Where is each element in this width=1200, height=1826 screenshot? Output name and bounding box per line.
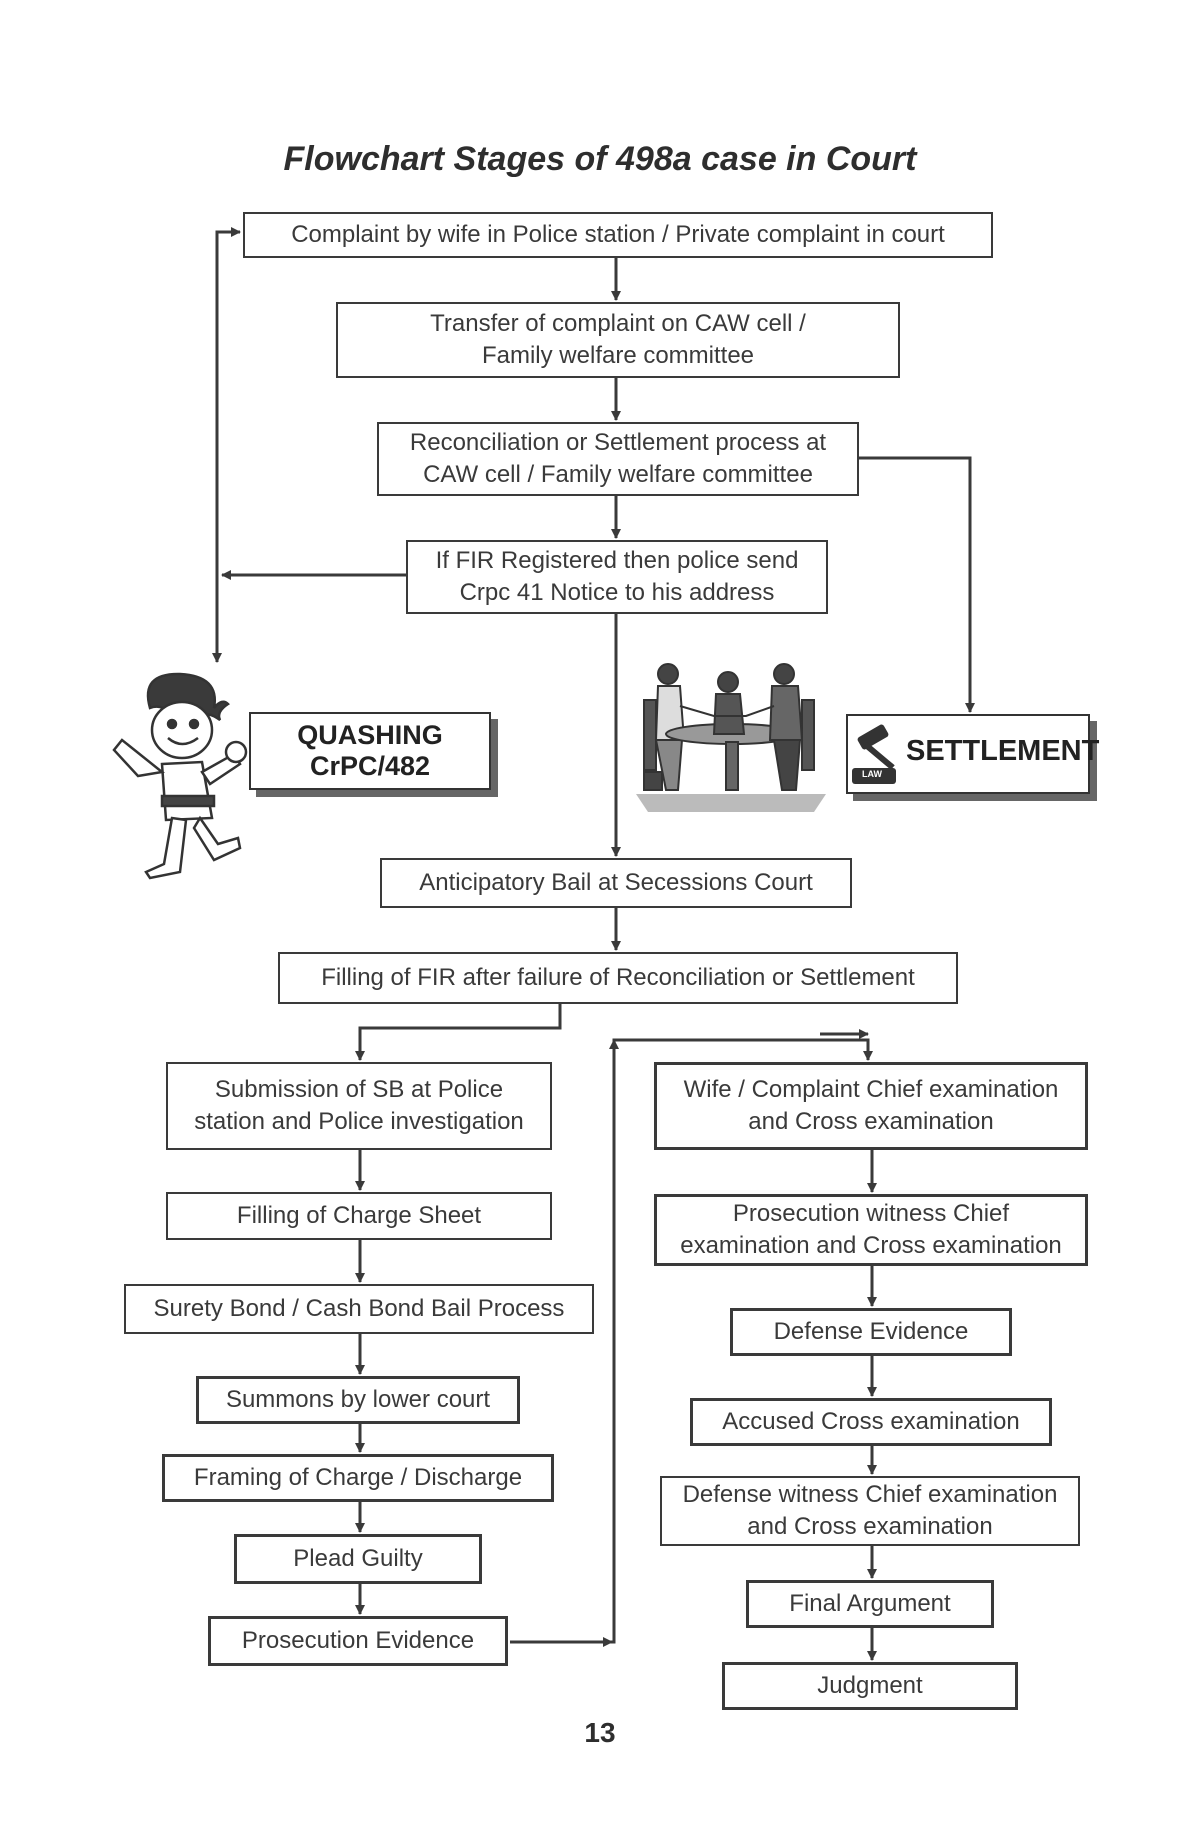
node-plead-guilty: Plead Guilty xyxy=(234,1534,482,1584)
page-number: 13 xyxy=(584,1717,616,1748)
gavel-plate-label: LAW xyxy=(862,769,882,779)
gavel-icon xyxy=(852,724,896,784)
node-surety-bond: Surety Bond / Cash Bond Bail Process xyxy=(124,1284,594,1334)
node-framing-charge: Framing of Charge / Discharge xyxy=(162,1454,554,1502)
node-complaint: Complaint by wife in Police station / Pr… xyxy=(243,212,993,258)
node-accused-cross: Accused Cross examination xyxy=(690,1398,1052,1446)
node-reconciliation: Reconciliation or Settlement process at … xyxy=(377,422,859,496)
node-anticipatory-bail: Anticipatory Bail at Secessions Court xyxy=(380,858,852,908)
node-prosecution-witness: Prosecution witness Chief examination an… xyxy=(654,1194,1088,1266)
node-judgment: Judgment xyxy=(722,1662,1018,1710)
node-prosecution-evidence: Prosecution Evidence xyxy=(208,1616,508,1666)
node-transfer: Transfer of complaint on CAW cell / Fami… xyxy=(336,302,900,378)
node-summons: Summons by lower court xyxy=(196,1376,520,1424)
node-defense-witness: Defense witness Chief examination and Cr… xyxy=(660,1476,1080,1546)
node-submission-sb: Submission of SB at Police station and P… xyxy=(166,1062,552,1150)
arrow-left-loop-to-quashing xyxy=(212,230,240,663)
node-wife-examination: Wife / Complaint Chief examination and C… xyxy=(654,1062,1088,1150)
node-defense-evidence: Defense Evidence xyxy=(730,1308,1012,1356)
node-filling-fir: Filling of FIR after failure of Reconcil… xyxy=(278,952,958,1004)
node-charge-sheet: Filling of Charge Sheet xyxy=(166,1192,552,1240)
node-final-argument: Final Argument xyxy=(746,1580,994,1628)
karate-boy-illustration xyxy=(112,672,248,880)
settlement-label: SETTLEMENT xyxy=(906,735,1100,767)
arrow-filling-to-left-branch xyxy=(355,1004,562,1061)
arrow-reconciliation-to-settlement xyxy=(856,456,975,713)
business-meeting-illustration xyxy=(636,663,826,812)
quashing-badge: QUASHING CrPC/482 xyxy=(249,712,491,790)
page-title: Flowchart Stages of 498a case in Court xyxy=(283,140,917,178)
node-fir-notice: If FIR Registered then police send Crpc … xyxy=(406,540,828,614)
settlement-badge: LAW SETTLEMENT xyxy=(846,714,1099,794)
